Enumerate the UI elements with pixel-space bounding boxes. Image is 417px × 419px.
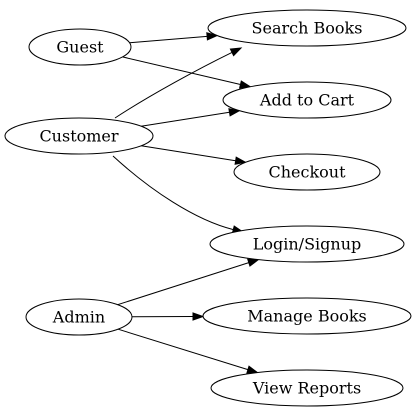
edge-admin-to-manage-arrowhead: [192, 312, 205, 321]
edge-customer-to-checkout-arrowhead: [234, 156, 247, 165]
edge-customer-to-login: [112, 155, 234, 231]
node-checkout-label: Checkout: [268, 163, 346, 182]
node-checkout: Checkout: [233, 153, 381, 191]
node-admin-label: Admin: [52, 308, 105, 327]
edge-customer-to-search: [114, 51, 233, 119]
edge-customer-to-checkout: [141, 145, 236, 162]
edge-admin-to-reports: [117, 328, 249, 371]
edge-guest-to-search-arrowhead: [206, 32, 219, 41]
node-guest-ellipse: [28, 28, 132, 66]
node-reports-ellipse: [210, 369, 404, 407]
node-manage: Manage Books: [202, 297, 412, 335]
node-customer: Customer: [4, 117, 154, 155]
node-admin-ellipse: [25, 298, 133, 336]
node-reports-label: View Reports: [252, 379, 361, 398]
edge-admin-to-login-arrowhead: [247, 258, 260, 267]
node-search-label: Search Books: [252, 19, 363, 38]
edge-admin-to-login: [117, 262, 249, 306]
node-cart-ellipse: [222, 81, 392, 119]
node-guest-label: Guest: [56, 38, 104, 57]
edge-guest-to-cart: [122, 56, 241, 85]
edge-customer-to-search-arrowhead: [229, 47, 243, 57]
node-checkout-ellipse: [233, 153, 381, 191]
node-manage-label: Manage Books: [247, 307, 367, 326]
node-customer-ellipse: [4, 117, 154, 155]
node-admin: Admin: [25, 298, 133, 336]
edge-customer-to-cart: [141, 111, 230, 127]
node-search: Search Books: [207, 9, 407, 47]
node-manage-ellipse: [202, 297, 412, 335]
node-cart: Add to Cart: [222, 81, 392, 119]
edge-guest-to-search: [129, 35, 208, 44]
node-login-ellipse: [209, 225, 405, 263]
node-guest: Guest: [28, 28, 132, 66]
node-cart-label: Add to Cart: [259, 91, 355, 110]
node-login: Login/Signup: [209, 225, 405, 263]
edge-admin-to-reports-arrowhead: [246, 365, 259, 374]
node-login-label: Login/Signup: [253, 235, 361, 254]
node-reports: View Reports: [210, 369, 404, 407]
node-search-ellipse: [207, 9, 407, 47]
node-customer-label: Customer: [39, 127, 118, 146]
